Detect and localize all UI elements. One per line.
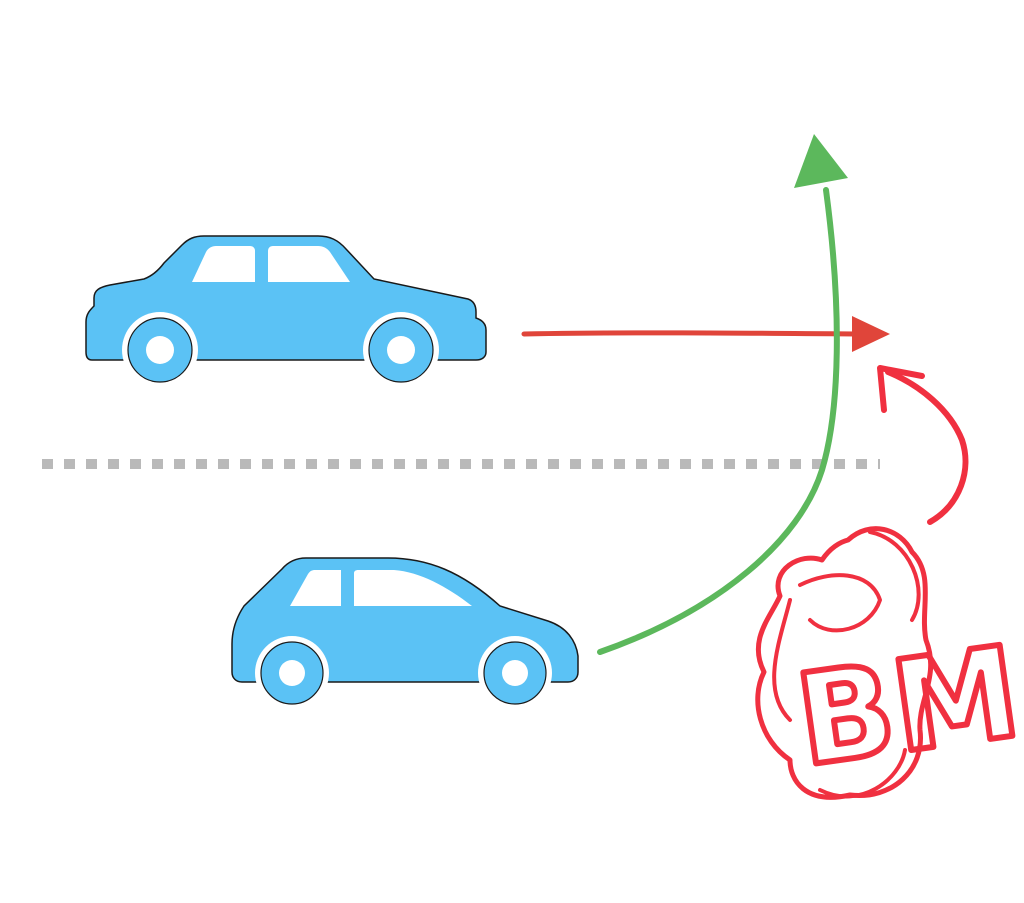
scribble-label: BM	[788, 618, 1024, 794]
straight-arrow	[521, 316, 890, 352]
hatchback-icon	[231, 557, 579, 710]
straight-arrow-head	[852, 316, 890, 352]
hatchback-front-window	[354, 570, 472, 606]
hatchback-rear-window	[290, 570, 341, 606]
sedan-icon	[85, 235, 487, 388]
scribble-pointer-arrow	[885, 369, 969, 525]
sedan-rear-window	[268, 246, 350, 282]
scribble-cloud	[755, 526, 934, 800]
scribble-annotation: BM	[755, 365, 1024, 800]
turn-arrow	[597, 134, 848, 655]
turn-arrow-head	[794, 134, 848, 188]
sedan-front-window	[192, 246, 255, 282]
